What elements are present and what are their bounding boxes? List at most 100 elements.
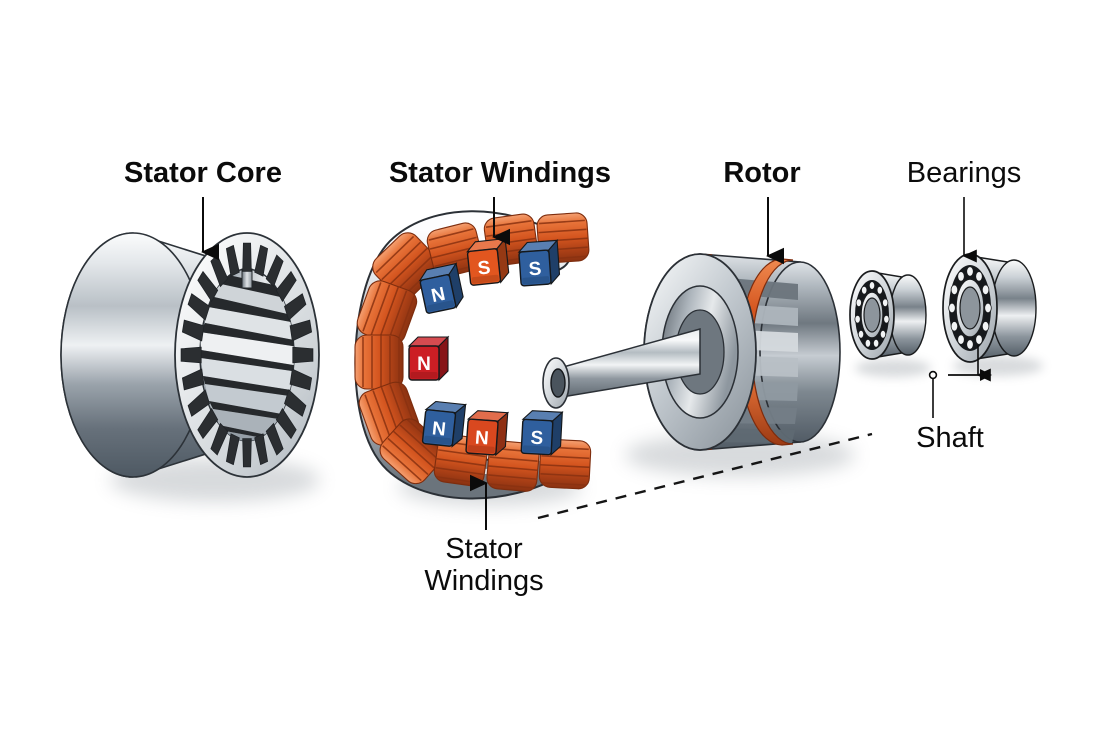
magnet-s-block: S <box>517 239 561 287</box>
stator-core-slot <box>284 293 307 321</box>
stator-core-slot <box>187 389 210 417</box>
stator-core-tooth-ring <box>180 242 314 468</box>
stator-core-slot <box>275 270 297 303</box>
bearing-ball <box>957 334 965 345</box>
bearing-ball <box>950 321 959 332</box>
stator-core-slot <box>225 244 240 277</box>
bearing-ball <box>882 298 889 308</box>
magnet-pole-letter: N <box>429 284 447 307</box>
label-stator-windings-bottom-line2: Windings <box>424 565 543 597</box>
magnet-n-block: N <box>465 410 510 457</box>
stator-core-slot <box>197 270 219 303</box>
label-group: Stator Core Stator Windings Rotor Bearin… <box>124 157 1021 597</box>
stator-core-slot <box>210 422 229 456</box>
stator-core-slot <box>225 433 240 466</box>
stator-core-slot <box>254 433 269 466</box>
bearing-ball <box>975 334 983 345</box>
bearing-ball <box>966 339 974 350</box>
magnet-s-block: S <box>520 410 564 457</box>
bearing-2-far-cap <box>991 259 1037 357</box>
stator-core-slot <box>180 346 202 364</box>
magnet-shade-band <box>522 445 550 454</box>
stator-core-slot <box>265 254 284 288</box>
bearing-ball <box>975 271 983 282</box>
stator-core-slot <box>254 244 269 277</box>
bearing-ball <box>864 338 872 348</box>
magnet-pole-letter: S <box>530 428 544 450</box>
bearing-2-bore <box>959 286 981 330</box>
leader-shaft-arrowhead <box>980 369 992 381</box>
stator-core-slot-gaps <box>200 274 294 441</box>
bearing-ball <box>981 321 990 332</box>
bearing-ball <box>857 329 865 339</box>
bearing-ball <box>957 271 965 282</box>
stator-core-slot <box>265 422 284 456</box>
magnet-pole-letter: S <box>477 257 492 279</box>
magnet-shade-band <box>471 274 499 284</box>
magnet-shade-band <box>467 445 495 454</box>
leader-shaft-dot <box>928 370 938 380</box>
magnet-front-face <box>408 345 440 381</box>
magnet-n-block: N <box>421 400 467 448</box>
bearing-ball <box>984 302 992 314</box>
shadow-bearing-1 <box>855 359 931 377</box>
magnet-group: N S S N N N S <box>407 237 564 457</box>
component-stator-core[interactable] <box>60 232 320 478</box>
magnet-n-block: N <box>418 262 464 314</box>
stator-core-slot <box>197 407 219 440</box>
magnet-shade-band <box>424 435 452 445</box>
bearing-ball <box>854 314 861 324</box>
stator-core-slot <box>284 389 307 417</box>
magnet-shade-band <box>427 300 455 312</box>
label-bearings: Bearings <box>907 157 1021 189</box>
stator-core-slot <box>187 293 210 321</box>
magnet-pole-letter: N <box>474 428 489 450</box>
bearing-ball <box>948 302 956 314</box>
bearing-ball <box>883 314 890 324</box>
magnet-pole-letter: N <box>417 354 431 375</box>
bearing-ball <box>879 329 887 339</box>
leader-group <box>201 197 992 530</box>
stator-core-slot <box>181 368 205 391</box>
stator-core-slot <box>242 242 252 272</box>
stator-core-slot <box>289 368 313 391</box>
magnet-pole-letter: S <box>528 259 542 281</box>
bearing-ball <box>868 281 876 290</box>
stator-core-slot <box>289 319 313 342</box>
label-stator-windings-top: Stator Windings <box>389 157 611 189</box>
stator-core-slot <box>181 319 205 342</box>
bearing-1-far-cap <box>889 274 927 356</box>
bearing-2-balls <box>948 266 992 350</box>
stator-core-teeth <box>241 268 253 289</box>
component-rotor[interactable] <box>542 253 841 451</box>
label-shaft: Shaft <box>916 422 984 454</box>
label-stator-core: Stator Core <box>124 157 282 189</box>
component-bearing-1[interactable] <box>849 270 927 360</box>
component-stator-windings[interactable]: N S S N N N S <box>354 210 592 500</box>
stator-core-tunnel-strips <box>200 282 294 441</box>
magnet-shade-band <box>410 372 438 379</box>
component-bearing-2[interactable] <box>942 253 1037 363</box>
assembly-axis-dashed <box>537 432 873 520</box>
magnet-pole-letter: N <box>431 418 447 440</box>
label-stator-windings-bottom-line1: Stator <box>445 533 523 565</box>
label-rotor: Rotor <box>723 157 800 189</box>
bearing-ball <box>950 284 959 296</box>
magnet-shade-band <box>522 276 550 285</box>
bearing-ball <box>876 285 883 295</box>
magnet-n-block: N <box>407 335 450 382</box>
bearing-1-bore <box>863 297 881 333</box>
bearing-1-balls <box>854 281 890 348</box>
stator-core-slot <box>275 407 297 440</box>
magnet-s-block: S <box>466 237 510 286</box>
stator-core-slot <box>242 438 252 468</box>
bearing-ball <box>966 266 974 277</box>
bearing-ball <box>872 338 880 348</box>
shaft-bore <box>550 368 566 398</box>
bearing-ball <box>855 298 862 308</box>
bearing-ball <box>981 284 990 296</box>
stator-core-slot <box>292 346 314 364</box>
bearing-ball <box>861 285 868 295</box>
